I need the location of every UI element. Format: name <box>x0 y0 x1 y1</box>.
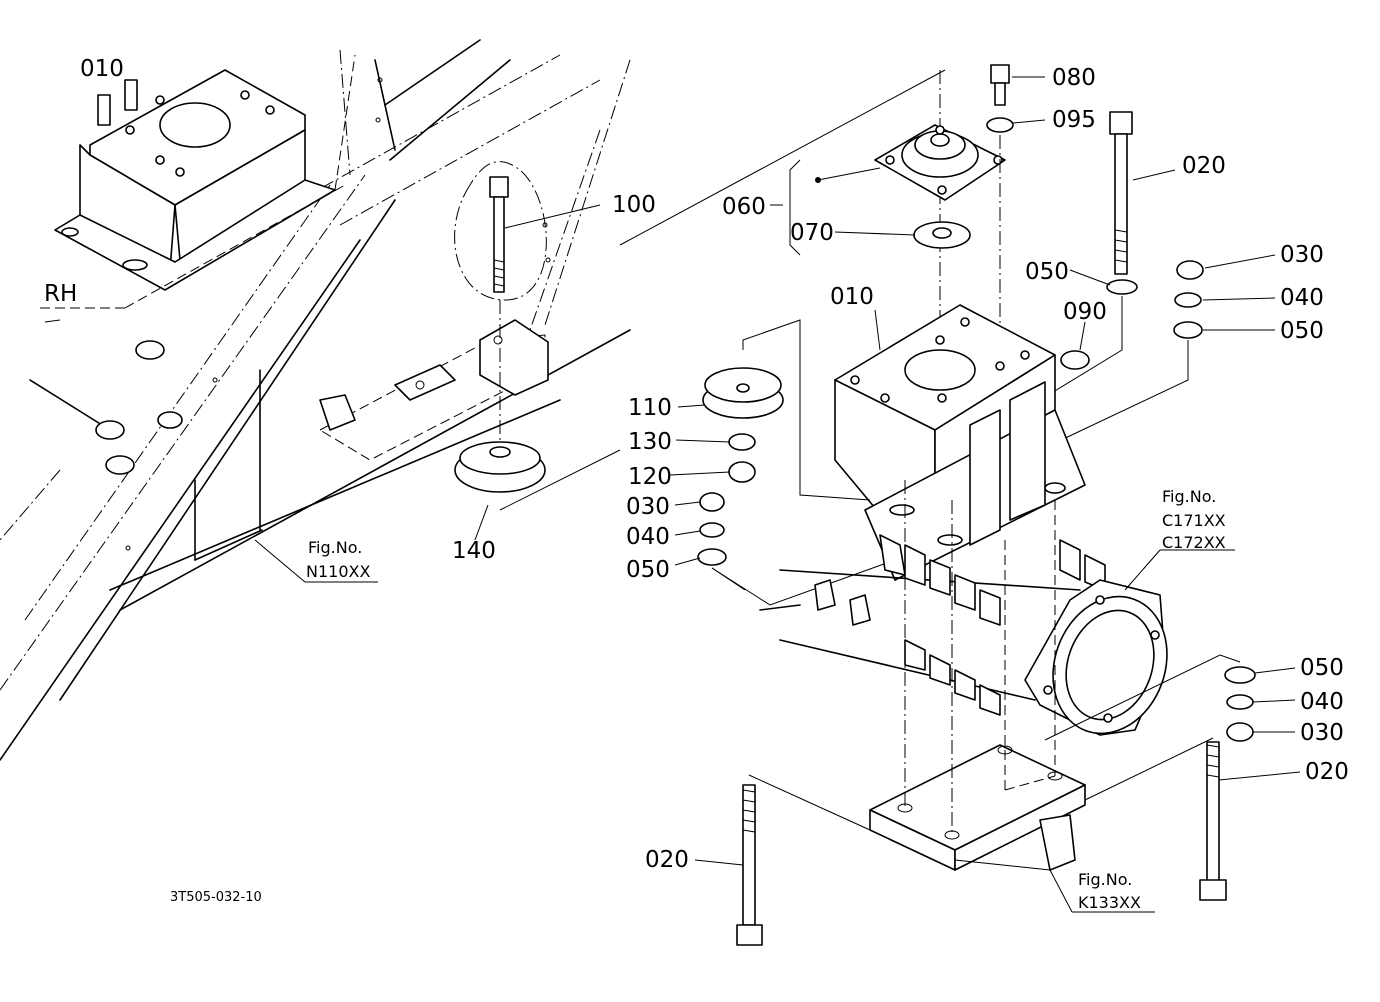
auger-housing <box>759 534 1106 716</box>
rh-label: RH <box>44 281 77 307</box>
mount-plate <box>318 319 549 461</box>
callout-050-right: 050 <box>1280 318 1324 344</box>
callout-010-left: 010 <box>80 56 124 82</box>
callout-040-right: 040 <box>1280 285 1324 311</box>
callout-095: 095 <box>1052 107 1096 133</box>
rubber-mount-110 <box>702 367 784 419</box>
rubber-mount-140 <box>454 441 546 493</box>
callout-050-low: 050 <box>1300 655 1344 681</box>
callout-090: 090 <box>1063 299 1107 325</box>
fig-ref-c171-title: Fig.No. <box>1162 487 1216 506</box>
nut-stack-low <box>1224 666 1256 742</box>
fig-ref-n110-title: Fig.No. <box>308 538 362 557</box>
vibration-mount-060 <box>874 124 1006 201</box>
washer-130 <box>728 433 756 451</box>
callout-040-left: 040 <box>626 524 670 550</box>
fig-ref-c171-code: C171XX <box>1162 511 1226 530</box>
washer-095 <box>986 117 1014 133</box>
long-bolt-020-right <box>1199 741 1227 901</box>
nut-stack-right <box>1173 260 1204 339</box>
washer-050-mid <box>1106 279 1138 295</box>
callout-040-low: 040 <box>1300 689 1344 715</box>
callout-020-top: 020 <box>1182 153 1226 179</box>
washer-070 <box>913 221 971 249</box>
callout-070: 070 <box>790 220 834 246</box>
drawing-code: 3T505-032-10 <box>170 890 262 905</box>
chassis-frame <box>0 39 631 761</box>
mount-bolt-100 <box>454 161 547 301</box>
callout-080: 080 <box>1052 65 1096 91</box>
nut-stack-left <box>697 492 727 566</box>
callout-060: 060 <box>722 194 766 220</box>
fig-ref-c172-code: C172XX <box>1162 533 1226 552</box>
bolt-080 <box>990 64 1010 106</box>
callout-030-low: 030 <box>1300 720 1344 746</box>
callout-030-right: 030 <box>1280 242 1324 268</box>
callout-020-right: 020 <box>1305 759 1349 785</box>
callout-140: 140 <box>452 538 496 564</box>
fig-ref-n110-code: N110XX <box>306 562 370 581</box>
callout-050-left: 050 <box>626 557 670 583</box>
callout-050-mid: 050 <box>1025 259 1069 285</box>
collar-120 <box>728 461 756 483</box>
callout-020-bottom: 020 <box>645 847 689 873</box>
callout-110: 110 <box>628 395 672 421</box>
flange-housing <box>1024 579 1168 736</box>
callout-120: 120 <box>628 464 672 490</box>
lower-plate <box>869 744 1086 871</box>
bracket-rh <box>54 69 336 291</box>
long-bolt-020-bottom <box>736 784 763 946</box>
callout-100: 100 <box>612 192 656 218</box>
callout-030-left: 030 <box>626 494 670 520</box>
long-bolt-020-top <box>1109 111 1133 275</box>
fig-ref-k133-code: K133XX <box>1078 893 1141 912</box>
fig-ref-k133-title: Fig.No. <box>1078 870 1132 889</box>
callout-010-right: 010 <box>830 284 874 310</box>
callout-130: 130 <box>628 429 672 455</box>
mount-bracket-010 <box>834 304 1090 581</box>
